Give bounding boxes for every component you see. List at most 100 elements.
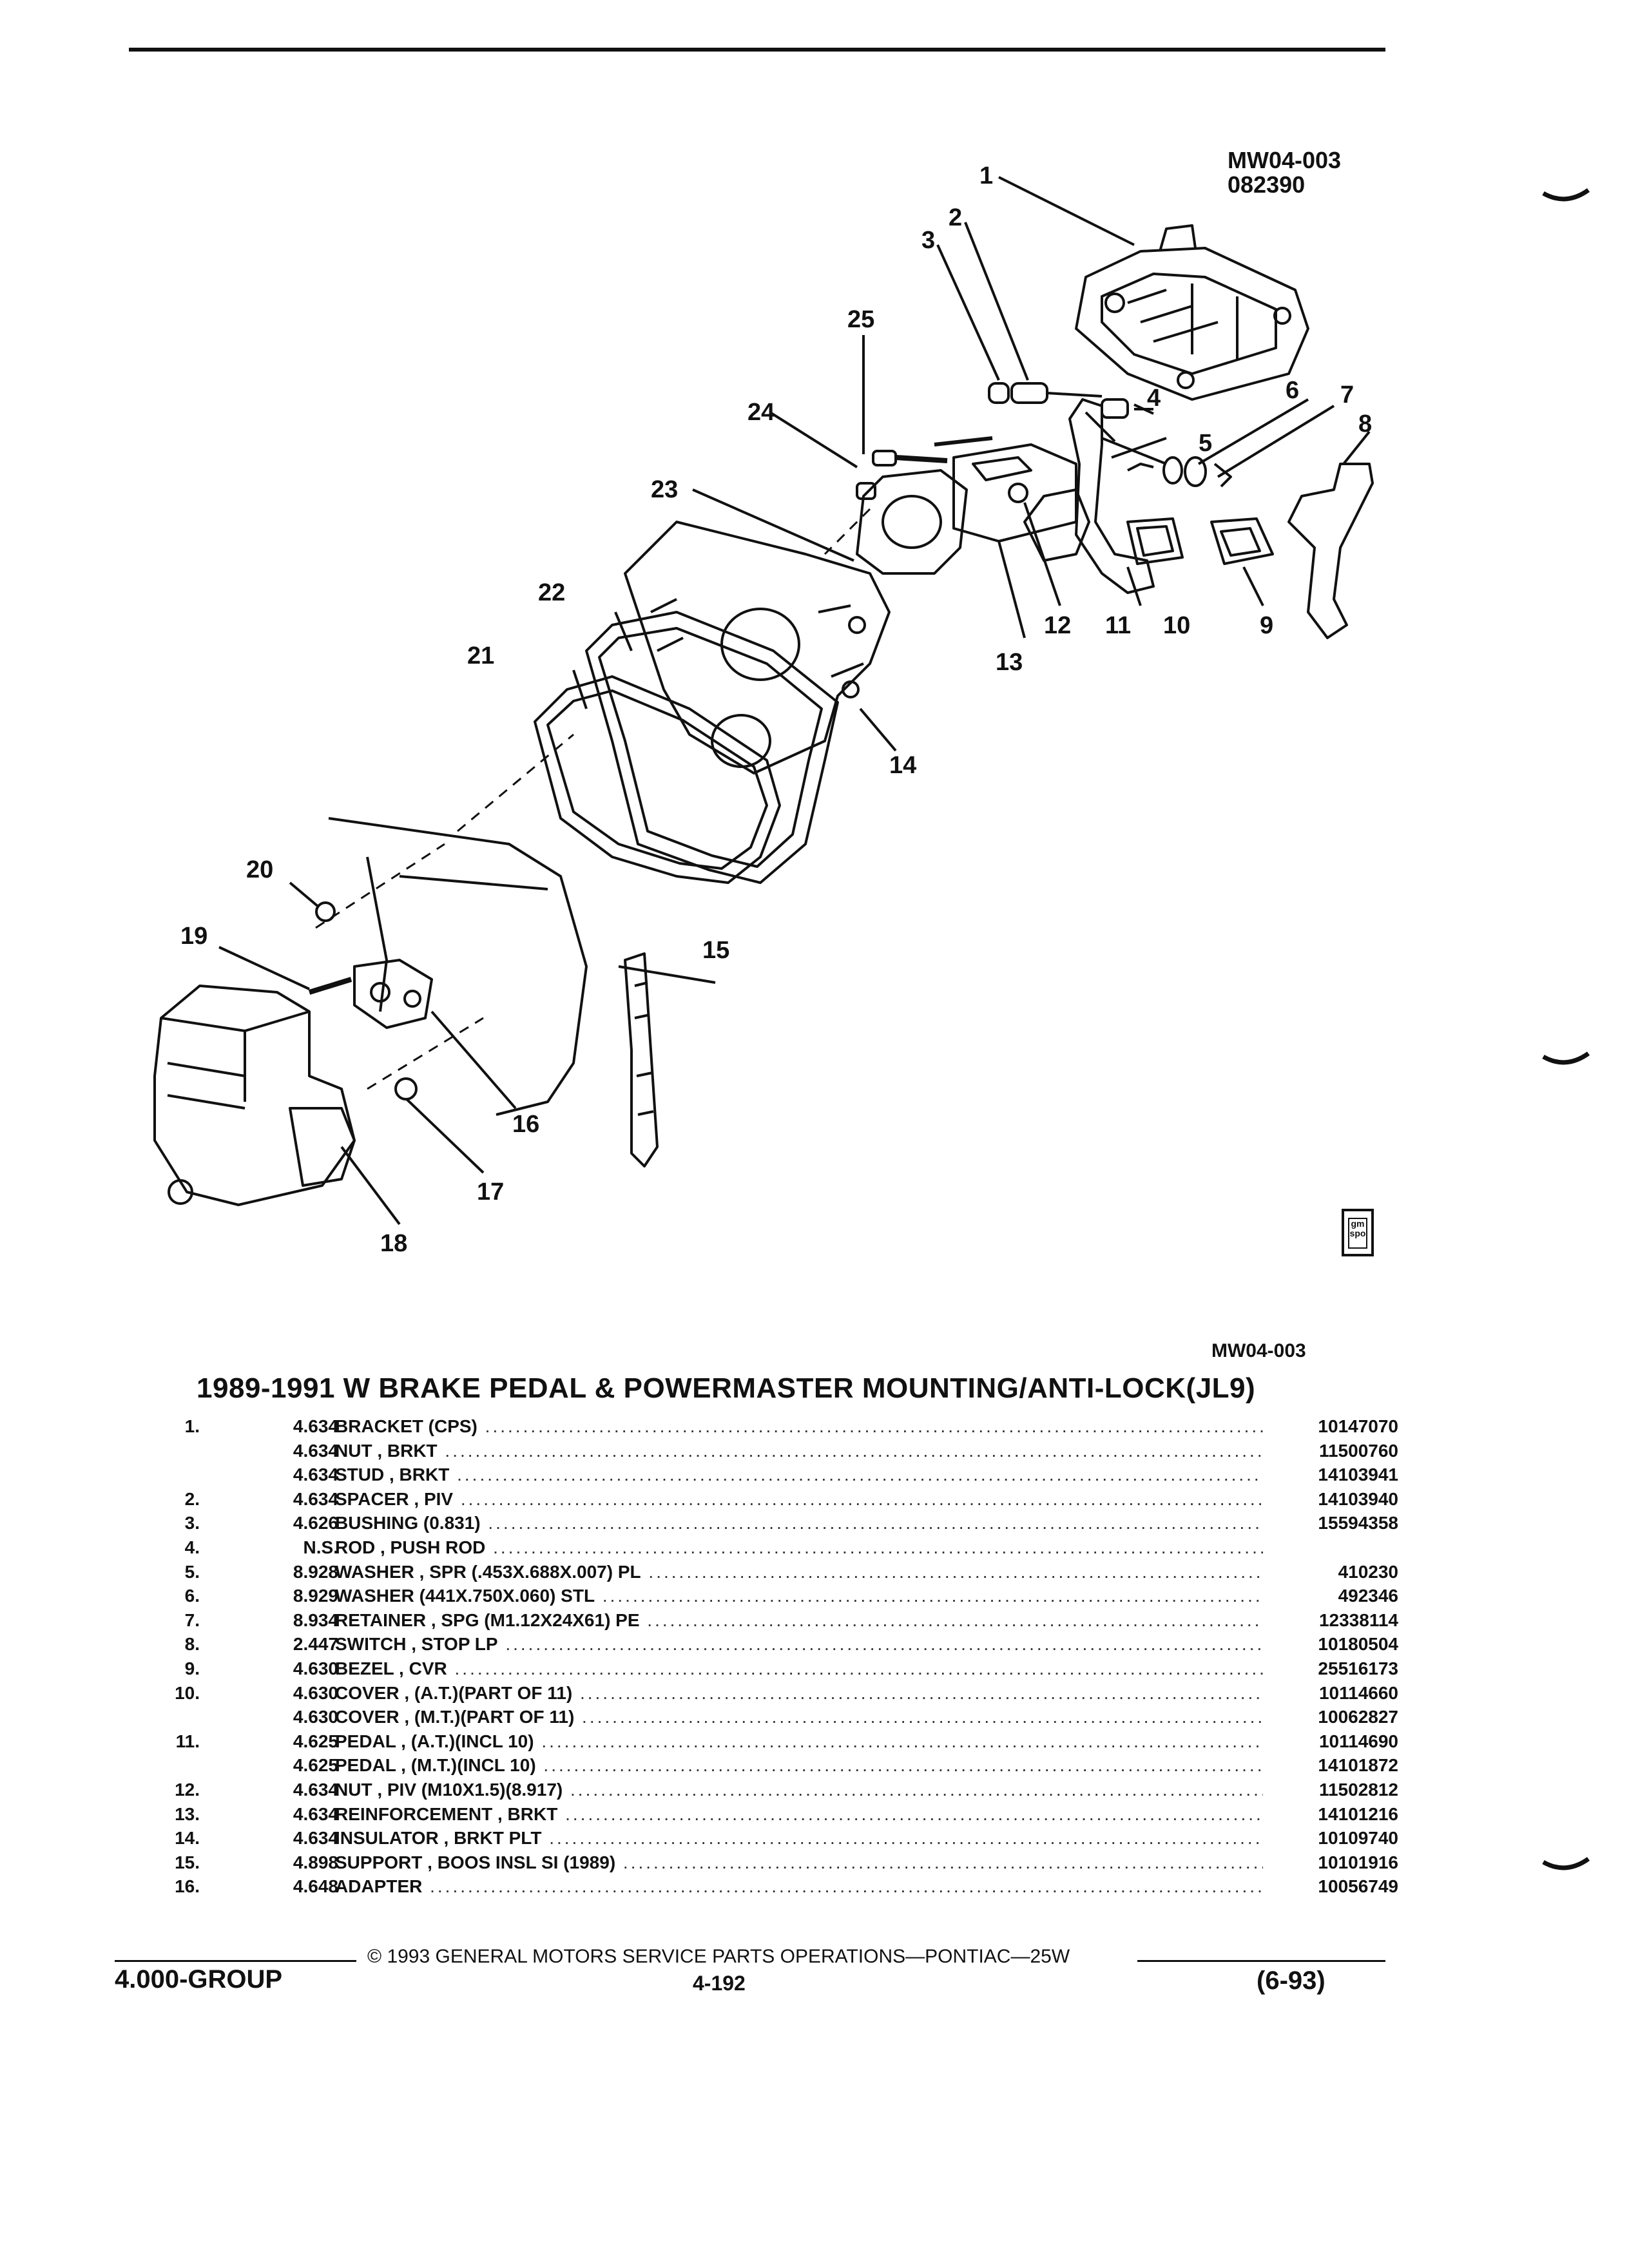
callout-25: 25	[847, 306, 874, 333]
part-number: 10114660	[1318, 1682, 1398, 1703]
part-number: 10180504	[1318, 1634, 1398, 1655]
footer-rule-left	[115, 1960, 356, 1962]
part-number: 14101216	[1318, 1803, 1398, 1824]
group-code: 4.626	[293, 1513, 338, 1533]
item-number: 1.	[184, 1416, 200, 1436]
item-number: 11.	[175, 1731, 200, 1751]
item-number: 8.	[184, 1634, 200, 1655]
parts-row: 4.N.S.ROD , PUSH ROD ...................…	[155, 1535, 1392, 1560]
leader-dots: ........................................…	[543, 1755, 1263, 1776]
group-code: 4.634	[293, 1488, 338, 1509]
part-number: 14101872	[1318, 1755, 1398, 1776]
item-number: 7.	[184, 1610, 200, 1630]
part-description: STUD , BRKT ............................…	[335, 1463, 1263, 1487]
callout-24: 24	[747, 399, 775, 426]
group-code: 4.634	[293, 1803, 338, 1824]
parts-list-title: 1989-1991 W BRAKE PEDAL & POWERMASTER MO…	[197, 1372, 1256, 1404]
part-number: 10147070	[1318, 1416, 1398, 1436]
part-description: BEZEL , CVR ............................…	[335, 1657, 1263, 1681]
callout-7: 7	[1340, 381, 1354, 408]
binder-mark	[1542, 1857, 1590, 1870]
part-description: WASHER , SPR (.453X.688X.007) PL .......…	[335, 1560, 1263, 1584]
item-number: 9.	[184, 1658, 200, 1678]
part-description: ADAPTER ................................…	[335, 1874, 1263, 1899]
part-description-text: PEDAL , (A.T.)(INCL 10)	[335, 1731, 534, 1751]
reinforcement-bracket	[856, 436, 1090, 575]
leader-dots: ........................................…	[570, 1779, 1263, 1800]
firewall-panel	[328, 817, 588, 1116]
cover-bezel-switch	[1126, 463, 1374, 639]
leader-dots: ........................................…	[445, 1440, 1263, 1461]
callout-14: 14	[889, 752, 916, 779]
leader-dots: ........................................…	[648, 1561, 1263, 1582]
part-description-text: WASHER , SPR (.453X.688X.007) PL	[335, 1561, 641, 1582]
part-number: 12338114	[1318, 1610, 1398, 1630]
assembly-line	[457, 733, 574, 832]
powermaster-unit	[153, 985, 356, 1206]
part-description: NUT , BRKT .............................…	[335, 1439, 1263, 1463]
part-description: COVER , (M.T.)(PART OF 11) .............…	[335, 1705, 1263, 1729]
leader-dots: ........................................…	[579, 1682, 1263, 1703]
callout-8: 8	[1358, 410, 1372, 437]
callout-9: 9	[1260, 612, 1273, 639]
leader-dots: ........................................…	[430, 1876, 1263, 1897]
item-number: 6.	[184, 1586, 200, 1606]
callout-21: 21	[467, 642, 494, 669]
part-description: BRACKET (CPS) ..........................…	[335, 1414, 1263, 1439]
bolt-and-nut	[856, 450, 1028, 503]
part-description: WASHER (441X.750X.060) STL .............…	[335, 1584, 1263, 1608]
part-description-text: NUT , PIV (M10X1.5)(8.917)	[335, 1779, 563, 1800]
binder-mark	[1542, 188, 1590, 202]
item-number: 4.	[184, 1537, 200, 1557]
callout-12: 12	[1044, 612, 1071, 639]
part-description-text: ROD , PUSH ROD	[335, 1537, 486, 1557]
leader-dots: ........................................…	[541, 1731, 1263, 1751]
item-number: 15.	[175, 1852, 200, 1872]
part-description-text: WASHER (441X.750X.060) STL	[335, 1586, 595, 1606]
group-code: 8.934	[293, 1610, 338, 1630]
group-code: 2.447	[293, 1634, 338, 1655]
gasket-frames	[534, 611, 839, 884]
revision-date: (6-93)	[1257, 1966, 1325, 1995]
part-number: 10062827	[1318, 1707, 1398, 1727]
part-number: 492346	[1338, 1586, 1398, 1606]
part-description-text: ADAPTER	[335, 1876, 423, 1897]
logo-text-top: gm	[1351, 1218, 1365, 1229]
group-code: 4.634	[293, 1440, 338, 1461]
item-number: 5.	[184, 1561, 200, 1582]
part-number: 25516173	[1318, 1658, 1398, 1678]
part-description-text: INSULATOR , BRKT PLT	[335, 1828, 542, 1849]
exploded-parts-diagram: 1 2 3 25 4 5 6 7 8 24 23 12 11 10 9 13 2…	[153, 162, 1374, 1257]
part-number: 10109740	[1318, 1828, 1398, 1849]
brake-pedal-part	[1068, 398, 1155, 594]
callout-2: 2	[949, 204, 962, 231]
figure-date-code: 082390	[1228, 171, 1306, 198]
footer-rule-right	[1137, 1960, 1385, 1962]
group-code: 4.630	[293, 1682, 338, 1703]
figure-code-id: MW04-003	[1228, 147, 1342, 173]
group-label: 4.000-GROUP	[115, 1965, 283, 1994]
spacer-bushing-parts	[988, 382, 1103, 404]
group-code: 4.898	[293, 1852, 338, 1872]
parts-figure-ref: MW04-003	[1211, 1340, 1306, 1361]
part-description-text: SWITCH , STOP LP	[335, 1634, 498, 1655]
leader-dots: ........................................…	[493, 1537, 1263, 1557]
part-number: 14103940	[1318, 1488, 1398, 1509]
part-number: 11502812	[1318, 1779, 1398, 1800]
part-description: ROD , PUSH ROD .........................…	[335, 1535, 1263, 1560]
part-number: 410230	[1338, 1561, 1398, 1582]
leader-dots: ........................................…	[488, 1513, 1263, 1533]
item-number: 12.	[175, 1779, 200, 1800]
part-description: INSULATOR , BRKT PLT ...................…	[335, 1826, 1263, 1850]
top-rule	[129, 48, 1385, 52]
callout-4: 4	[1147, 385, 1161, 412]
callout-1: 1	[979, 162, 993, 189]
group-code: 4.625	[293, 1755, 338, 1776]
part-description-text: STUD , BRKT	[335, 1465, 450, 1485]
